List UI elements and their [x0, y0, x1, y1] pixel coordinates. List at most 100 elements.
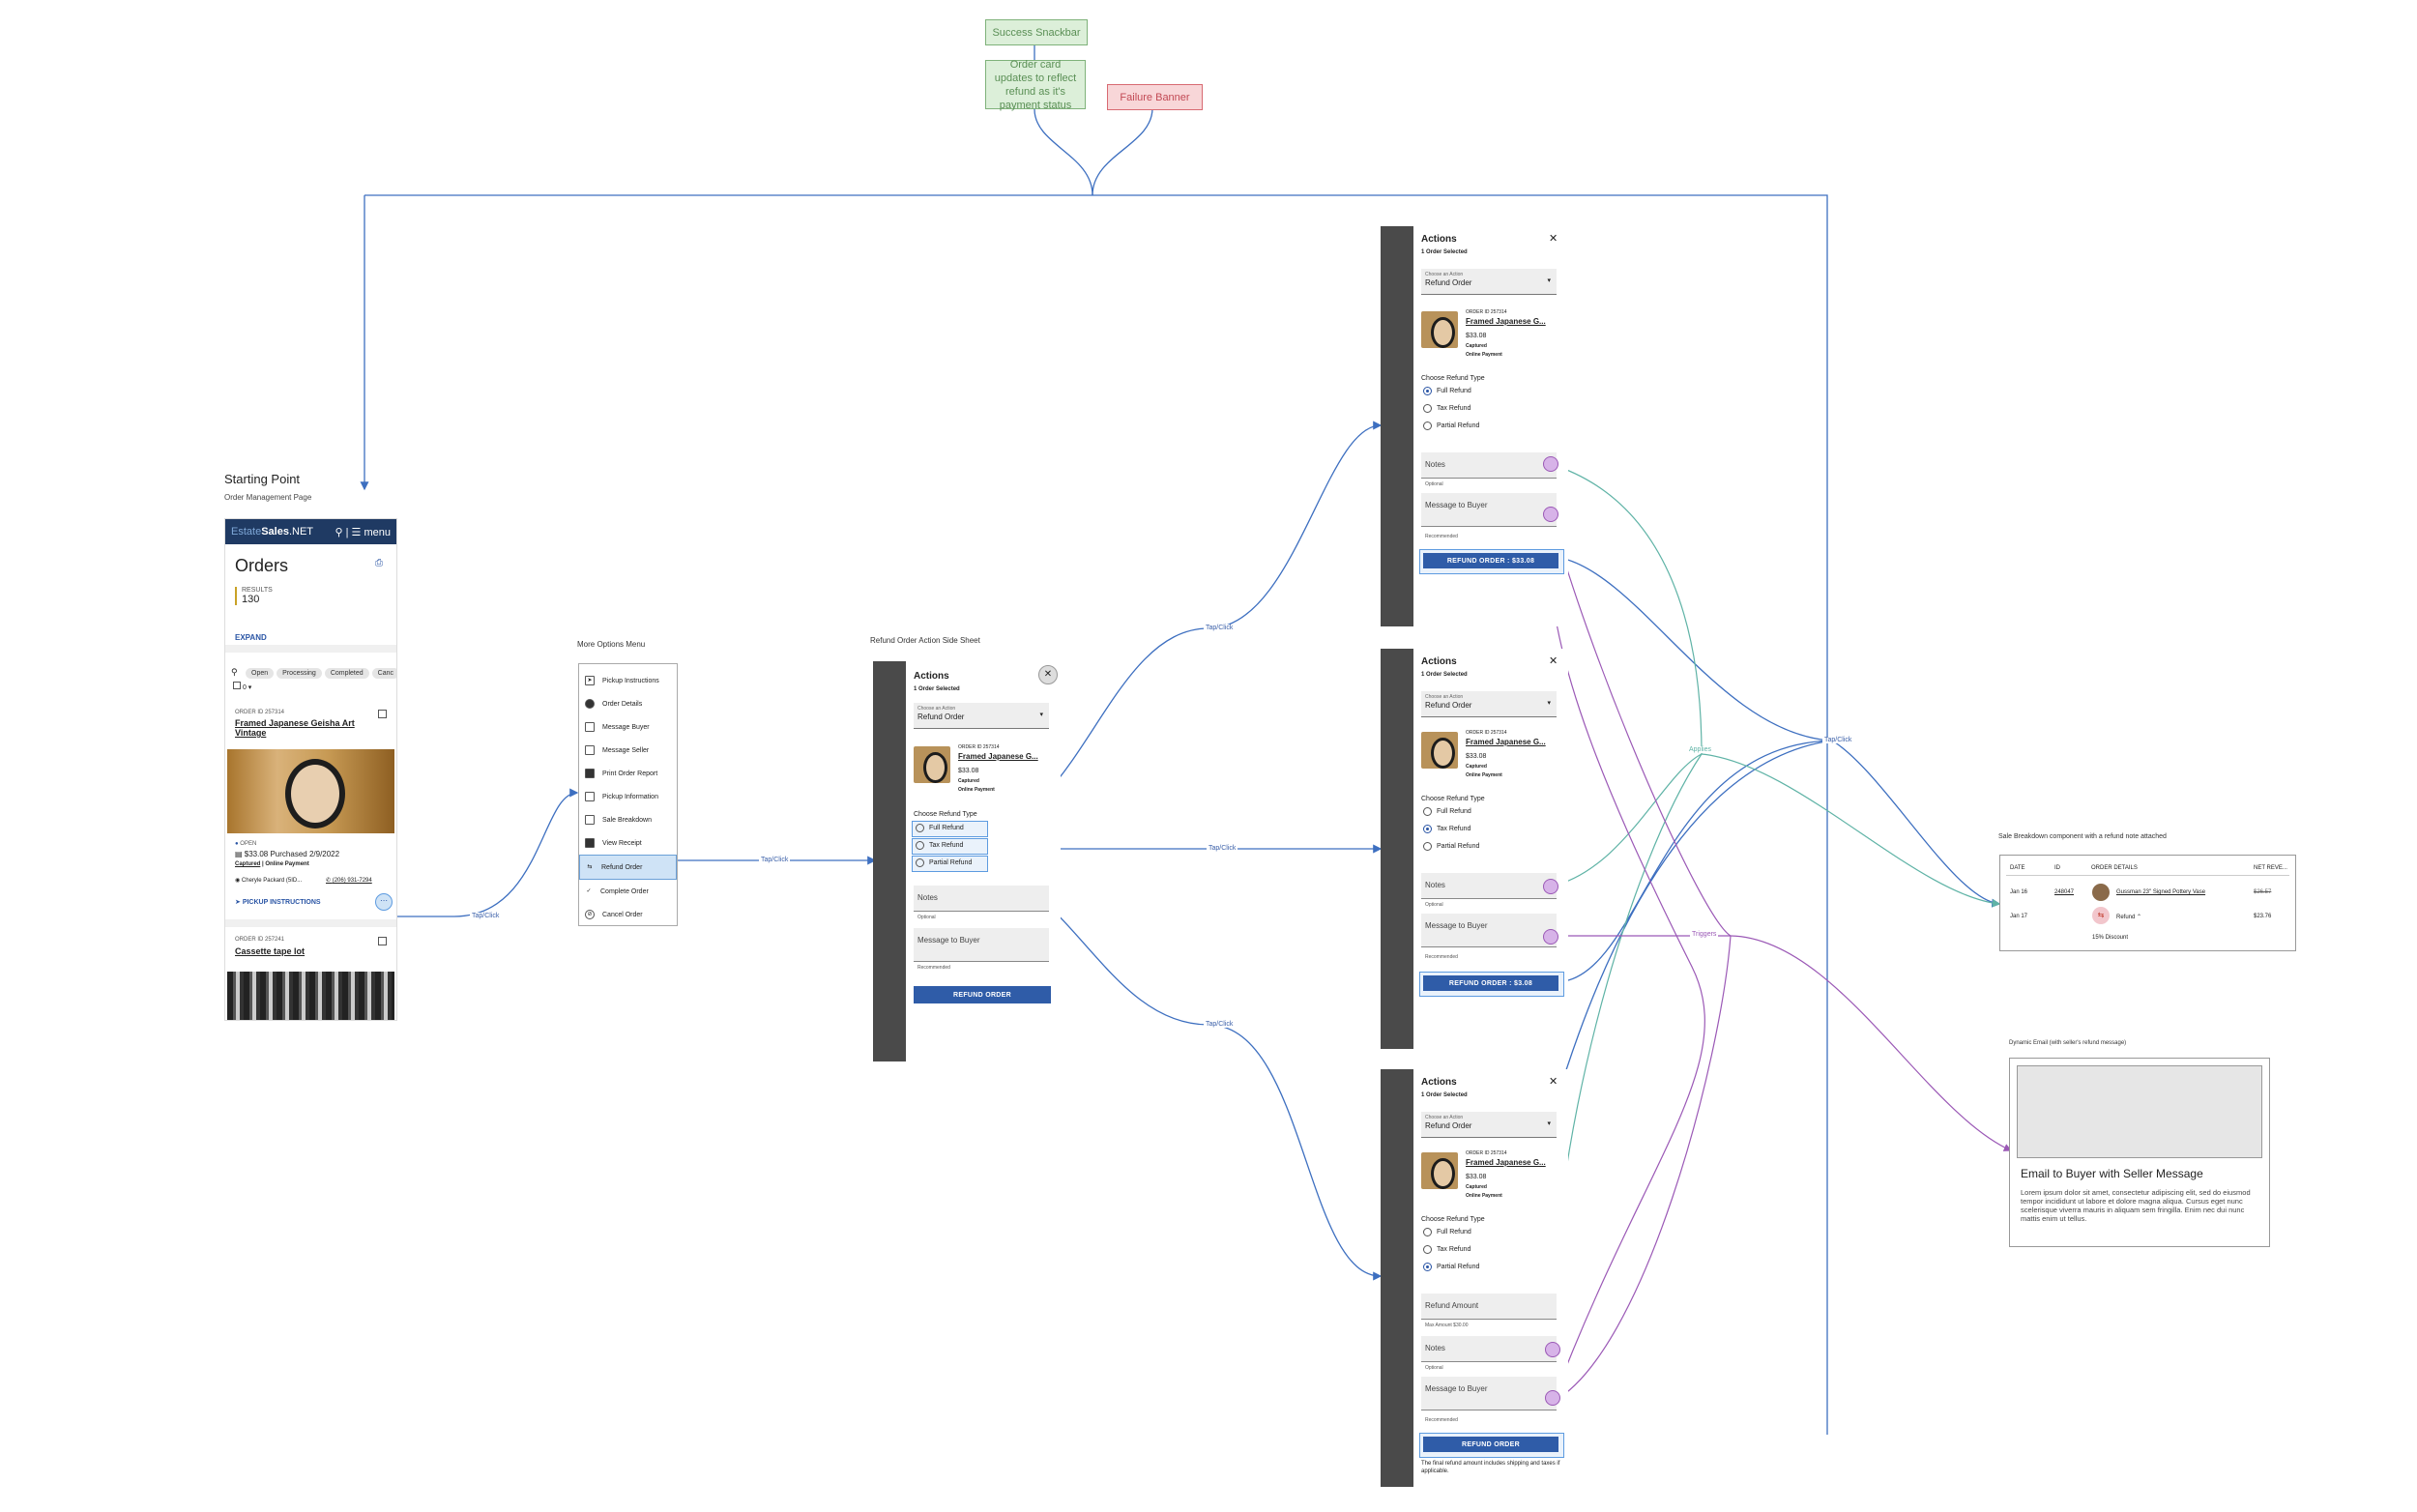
- row1-id[interactable]: 248047: [2054, 889, 2075, 895]
- panel-full-message[interactable]: Message to Buyer: [1421, 493, 1557, 527]
- row2-details[interactable]: Refund ⌃: [2116, 915, 2142, 920]
- refund-tax-button[interactable]: REFUND ORDER : $3.08: [1423, 975, 1558, 991]
- panel-full-order-title[interactable]: Framed Japanese G...: [1466, 317, 1546, 326]
- sheet-price: $33.08: [958, 768, 979, 774]
- panel-partial-message[interactable]: Message to Buyer: [1421, 1377, 1557, 1410]
- refund-partial-button[interactable]: REFUND ORDER: [1423, 1437, 1558, 1452]
- filter-open[interactable]: Open: [246, 668, 275, 679]
- panel-full-price: $33.08: [1466, 333, 1487, 339]
- email-caption: Dynamic Email (with seller's refund mess…: [2009, 1040, 2127, 1046]
- panel-partial-radio-full[interactable]: [1423, 1228, 1432, 1236]
- partial-refund-radio[interactable]: [916, 858, 924, 867]
- panel-tax-message[interactable]: Message to Buyer: [1421, 914, 1557, 947]
- filter-completed[interactable]: Completed: [324, 668, 369, 679]
- annotation-circle: [1543, 879, 1558, 894]
- panel-partial-online: Online Payment: [1466, 1193, 1502, 1199]
- search-icon[interactable]: ⚲: [335, 526, 343, 538]
- brand-logo[interactable]: EstateSales.NET: [231, 526, 313, 538]
- tax-refund-radio[interactable]: [916, 841, 924, 850]
- full-refund-option[interactable]: [912, 821, 988, 837]
- breakdown-caption: Sale Breakdown component with a refund n…: [1998, 833, 2167, 840]
- panel-full-optional: Optional: [1425, 481, 1443, 487]
- edge-label-tap-2: Tap/Click: [759, 857, 791, 863]
- order1-phone[interactable]: ✆ (206) 931-7294: [326, 878, 372, 884]
- menu-item-message-buyer[interactable]: Message Buyer: [579, 715, 677, 739]
- close-icon[interactable]: ✕: [1549, 655, 1558, 667]
- tax-refund-label: Tax Refund: [929, 842, 964, 849]
- menu-item-order-details[interactable]: Order Details: [579, 692, 677, 715]
- refund-order-button[interactable]: REFUND ORDER: [914, 986, 1051, 1003]
- expand-link[interactable]: EXPAND: [235, 633, 267, 642]
- menu-item-pickup-information[interactable]: Pickup Information: [579, 785, 677, 808]
- menu-item-sale-breakdown[interactable]: Sale Breakdown: [579, 808, 677, 831]
- panel-full-refund: Actions 1 Order Selected ✕ Choose an Act…: [1413, 226, 1568, 626]
- refund-full-button[interactable]: REFUND ORDER : $33.08: [1423, 553, 1558, 568]
- close-icon[interactable]: ✕: [1549, 1076, 1558, 1088]
- success-snackbar-note: Success Snackbar: [985, 19, 1088, 45]
- panel-partial-radio-tax[interactable]: [1423, 1245, 1432, 1254]
- refund-amount-field[interactable]: Refund Amount: [1421, 1294, 1557, 1320]
- pickup-icon: [585, 792, 595, 801]
- row1-details[interactable]: Gussman 23" Signed Pottery Vase: [2116, 889, 2206, 895]
- menu-button[interactable]: ☰ menu: [351, 526, 391, 538]
- panel-partial-notes[interactable]: Notes: [1421, 1336, 1557, 1362]
- menu-item-pickup-instructions[interactable]: ➤Pickup Instructions: [579, 669, 677, 692]
- tax-refund-option[interactable]: [912, 838, 988, 855]
- order1-buyer[interactable]: ◉ Cheryle Packard (5ID...: [235, 878, 303, 884]
- sheet-order-title[interactable]: Framed Japanese G...: [958, 752, 1038, 761]
- panel-tax-radio-partial[interactable]: [1423, 842, 1432, 851]
- order2-title[interactable]: Cassette tape lot: [235, 946, 306, 956]
- select-all[interactable]: 0 ▾: [233, 682, 251, 691]
- filter-processing[interactable]: Processing: [277, 668, 322, 679]
- panel-partial-order-title[interactable]: Framed Japanese G...: [1466, 1158, 1546, 1167]
- panel-full-notes[interactable]: Notes: [1421, 452, 1557, 479]
- panel-tax-radio-tax[interactable]: [1423, 825, 1432, 833]
- panel-full-radio-full[interactable]: [1423, 387, 1432, 395]
- menu-item-message-seller[interactable]: Message Seller: [579, 739, 677, 762]
- starting-point-title: Starting Point: [224, 472, 301, 486]
- chevron-down-icon: ▾: [1039, 712, 1043, 718]
- panel-partial-radio-partial[interactable]: [1423, 1263, 1432, 1271]
- panel-full-sub: 1 Order Selected: [1421, 249, 1468, 255]
- close-icon[interactable]: ✕: [1038, 665, 1058, 684]
- order1-id: ORDER ID 257314: [235, 710, 285, 715]
- filter-canceled[interactable]: Canc: [371, 668, 396, 679]
- menu-item-print-order-report[interactable]: Print Order Report: [579, 762, 677, 785]
- order2-id: ORDER ID 257241: [235, 937, 285, 943]
- filter-search-icon[interactable]: ⚲: [231, 667, 238, 677]
- panel-tax-notes[interactable]: Notes: [1421, 873, 1557, 899]
- menu-item-complete-order[interactable]: ✓Complete Order: [586, 887, 649, 895]
- menu-item-refund-order[interactable]: ⇆Refund Order: [579, 855, 677, 880]
- pickup-instructions-link[interactable]: ➤ PICKUP INSTRUCTIONS: [235, 899, 321, 906]
- sheet-captured: Captured: [958, 778, 979, 784]
- menu-item-cancel-order[interactable]: ⊘Cancel Order: [579, 903, 677, 926]
- print-icon[interactable]: ⎙: [375, 558, 383, 568]
- panel-full-radio-partial[interactable]: [1423, 422, 1432, 430]
- message-field[interactable]: Message to Buyer: [914, 928, 1049, 962]
- results-stat: RESULTS 130: [235, 587, 273, 605]
- panel-full-radio-tax[interactable]: [1423, 404, 1432, 413]
- menu-item-view-receipt[interactable]: View Receipt: [579, 831, 677, 855]
- col-date: DATE: [2010, 865, 2025, 871]
- panel-full-label-full: Full Refund: [1437, 388, 1471, 394]
- starting-point-subtitle: Order Management Page: [224, 493, 312, 502]
- order1-checkbox[interactable]: [378, 710, 387, 718]
- partial-refund-option[interactable]: [912, 856, 988, 872]
- panel-tax-radio-full[interactable]: [1423, 807, 1432, 816]
- full-refund-label: Full Refund: [929, 825, 964, 831]
- panel-tax-type-label: Choose Refund Type: [1421, 796, 1485, 802]
- panel-tax-order-title[interactable]: Framed Japanese G...: [1466, 738, 1546, 746]
- order1-title[interactable]: Framed Japanese Geisha Art Vintage: [235, 718, 355, 738]
- notes-field[interactable]: Notes: [914, 886, 1049, 912]
- panel-tax-label-tax: Tax Refund: [1437, 826, 1471, 832]
- close-icon[interactable]: ✕: [1549, 233, 1558, 245]
- full-refund-radio[interactable]: [916, 824, 924, 832]
- order1-image: [227, 749, 394, 833]
- panel-partial-price: $33.08: [1466, 1174, 1487, 1180]
- order2-checkbox[interactable]: [378, 937, 387, 945]
- more-options-button[interactable]: ⋯: [375, 893, 393, 911]
